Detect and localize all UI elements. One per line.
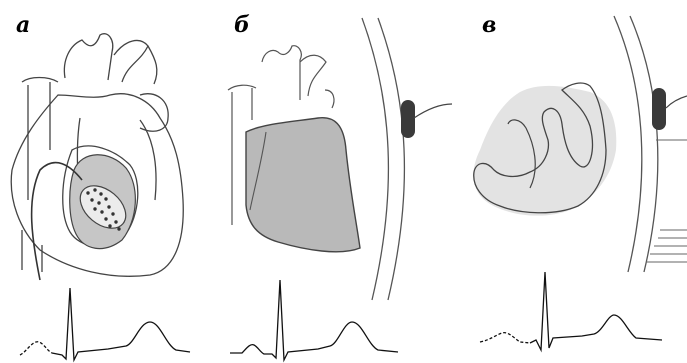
ecg-trace-a bbox=[52, 288, 190, 360]
heart-silhouette-b bbox=[246, 118, 360, 252]
skin-electrode-c bbox=[652, 88, 666, 130]
chest-wall-b bbox=[362, 18, 404, 300]
ventricle-region-c bbox=[473, 86, 616, 216]
panel-label-c: в bbox=[482, 14, 496, 36]
rib-lines-c bbox=[646, 140, 687, 262]
electrode-wire-c bbox=[666, 96, 687, 108]
ecg-trace-c-pwave bbox=[480, 333, 530, 343]
skin-electrode-b bbox=[401, 100, 415, 138]
ecg-trace-a-pwave bbox=[20, 342, 52, 355]
panel-c bbox=[473, 16, 687, 350]
panel-label-a: а bbox=[16, 14, 30, 36]
panel-a bbox=[11, 34, 190, 360]
ecg-trace-b bbox=[230, 280, 398, 360]
ecg-trace-c bbox=[530, 272, 662, 350]
panel-b bbox=[228, 18, 452, 360]
panel-label-b: б bbox=[234, 14, 250, 36]
electrode-wire-b bbox=[414, 104, 452, 118]
chest-wall-c bbox=[614, 16, 658, 272]
